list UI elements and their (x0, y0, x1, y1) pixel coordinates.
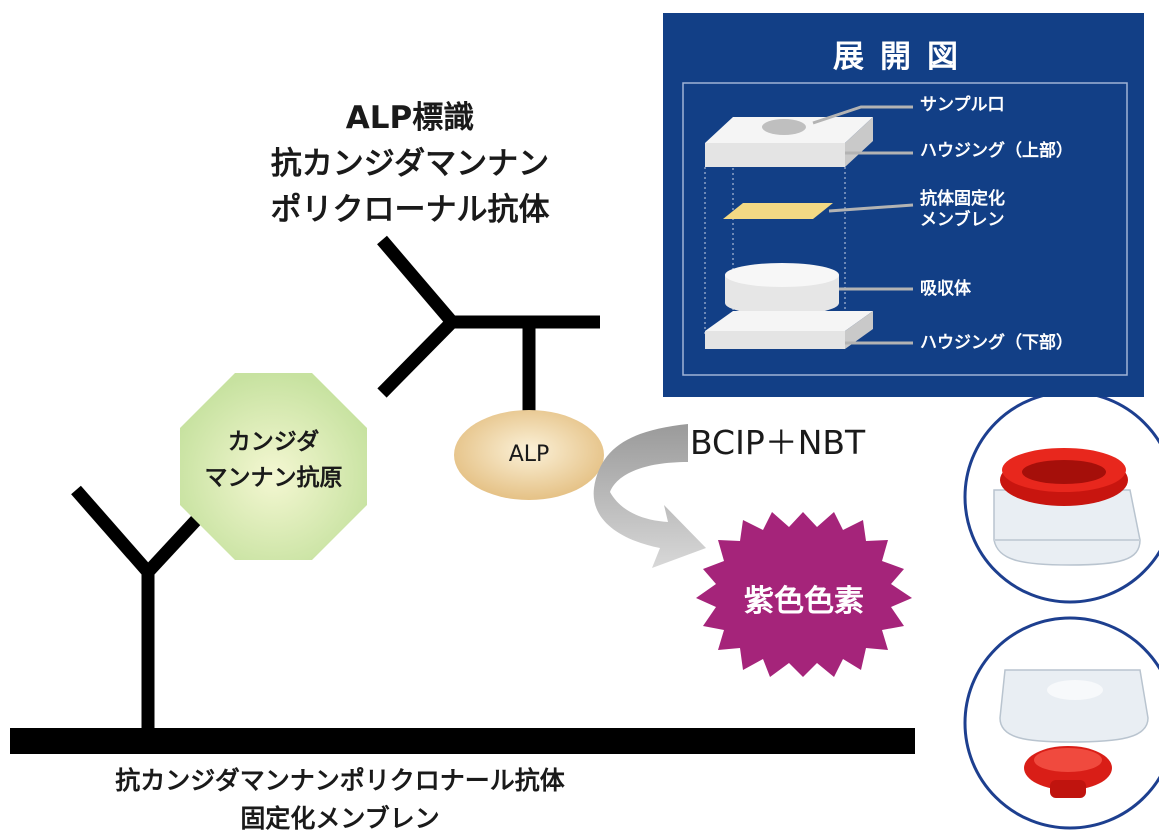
enzyme-label: ALP (508, 442, 550, 467)
labeled-antibody-label: ALP標識 抗カンジダマンナン ポリクローナル抗体 (230, 95, 590, 233)
part-sample-port: サンプル口 (920, 95, 1005, 115)
reaction-arrow (593, 424, 706, 568)
capture-antibody (71, 485, 204, 735)
antigen-label: カンジダ マンナン抗原 (180, 424, 367, 496)
product-label: 紫色色素 (744, 584, 864, 619)
substrate-label: BCIP＋NBT (690, 423, 866, 462)
labeled-antibody-line2: 抗カンジダマンナン (270, 146, 550, 182)
labeled-antibody (377, 235, 600, 420)
part-membrane-line2: メンブレン (920, 210, 1005, 230)
labeled-antibody-line1: ALP標識 (345, 100, 475, 136)
device-photo-top (963, 390, 1159, 604)
antigen-octagon (180, 373, 367, 560)
part-housing-upper: ハウジング（上部） (920, 141, 1073, 161)
exploded-view-panel: 展開図 サンプル口 ハウジング（上部） (663, 13, 1144, 397)
part-absorber: 吸収体 (920, 279, 971, 299)
membrane-label: 抗カンジダマンナンポリクロナール抗体 固定化メンブレン (60, 762, 620, 838)
exploded-view-title: 展開図 (833, 39, 974, 75)
device-photo-bottom (963, 616, 1159, 830)
purple-pigment-burst (696, 512, 912, 677)
labeled-antibody-line3: ポリクローナル抗体 (270, 192, 550, 228)
antigen-line1: カンジダ (227, 429, 320, 455)
antigen-line2: マンナン抗原 (204, 465, 343, 491)
part-membrane: 抗体固定化 メンブレン (920, 189, 1005, 231)
membrane-line2: 固定化メンブレン (240, 804, 440, 833)
membrane-bar (10, 728, 915, 754)
membrane-line1: 抗カンジダマンナンポリクロナール抗体 (115, 766, 565, 795)
alp-enzyme (454, 410, 604, 500)
part-membrane-line1: 抗体固定化 (920, 189, 1005, 209)
part-housing-lower: ハウジング（下部） (920, 333, 1073, 353)
exploded-view-illustration (682, 82, 1128, 376)
